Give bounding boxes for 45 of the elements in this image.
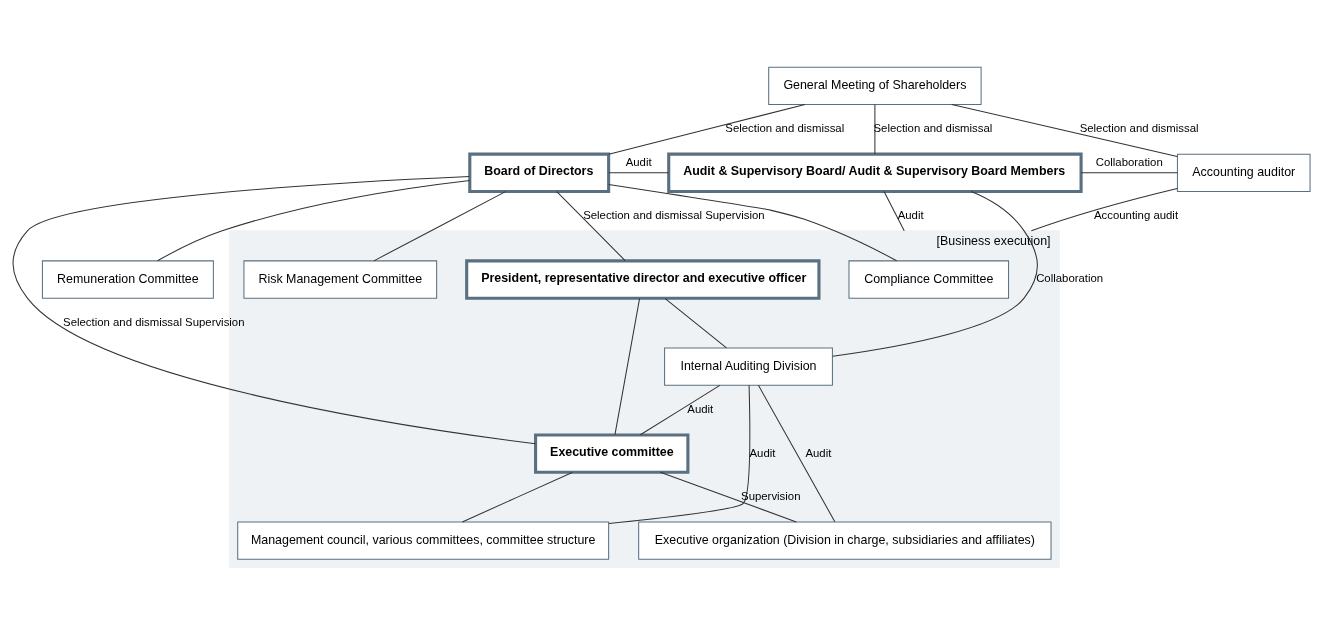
node-box: Executive organization (Division in charge, subsidiaries and affiliates) — [638, 520, 1052, 560]
connector — [608, 384, 751, 524]
edge-label: Audit — [625, 155, 652, 168]
connector — [883, 190, 905, 231]
connector — [608, 103, 806, 155]
node-box: Accounting auditor — [1176, 153, 1311, 192]
edge-label: Audit — [897, 208, 924, 221]
node-box: Risk Management Committee — [243, 259, 438, 299]
connector — [12, 175, 536, 444]
connector — [461, 471, 573, 522]
connector — [608, 183, 898, 261]
edge-label: Supervision — [741, 489, 801, 502]
connector — [608, 171, 669, 173]
node-box: General Meeting of Shareholders — [768, 66, 982, 105]
node-box: Executive committee — [534, 432, 690, 474]
edge-label: Selection and dismissal — [1079, 121, 1199, 134]
edge-label: Selection and dismissal — [725, 121, 845, 134]
edge-label: Selection and dismissal Supervision — [583, 208, 765, 221]
connector — [156, 179, 471, 261]
edge-label: Audit — [687, 402, 714, 415]
connector — [373, 190, 506, 261]
connector — [1030, 187, 1178, 231]
edge-label: Accounting audit — [1093, 208, 1179, 221]
edge-label: Selection and dismissal Supervision — [63, 315, 245, 328]
connector — [614, 297, 641, 435]
edge-label: Collaboration — [1095, 155, 1163, 168]
edge-label: Selection and dismissal — [873, 121, 993, 134]
edge-label: Collaboration — [1036, 271, 1104, 284]
connector — [659, 471, 797, 522]
connector — [832, 190, 1038, 357]
connector — [951, 103, 1178, 157]
edge-label: Audit — [805, 446, 832, 458]
connector — [874, 103, 876, 155]
node-box: Management council, various committees, committee structure — [237, 520, 610, 560]
node-box: President, representative director and executive officer — [465, 258, 821, 300]
node-box: Internal Auditing Division — [664, 346, 833, 386]
node-box: Board of Directors — [468, 152, 611, 193]
node-box: Audit & Supervisory Board/ Audit & Supervisory Board Members — [667, 152, 1083, 193]
connector — [1080, 171, 1178, 173]
connector — [639, 384, 721, 435]
node-box: Remuneration Committee — [41, 259, 214, 299]
connector — [556, 190, 626, 261]
connector — [664, 297, 727, 348]
node-box: Compliance Committee — [848, 259, 1010, 299]
connector — [757, 384, 836, 522]
